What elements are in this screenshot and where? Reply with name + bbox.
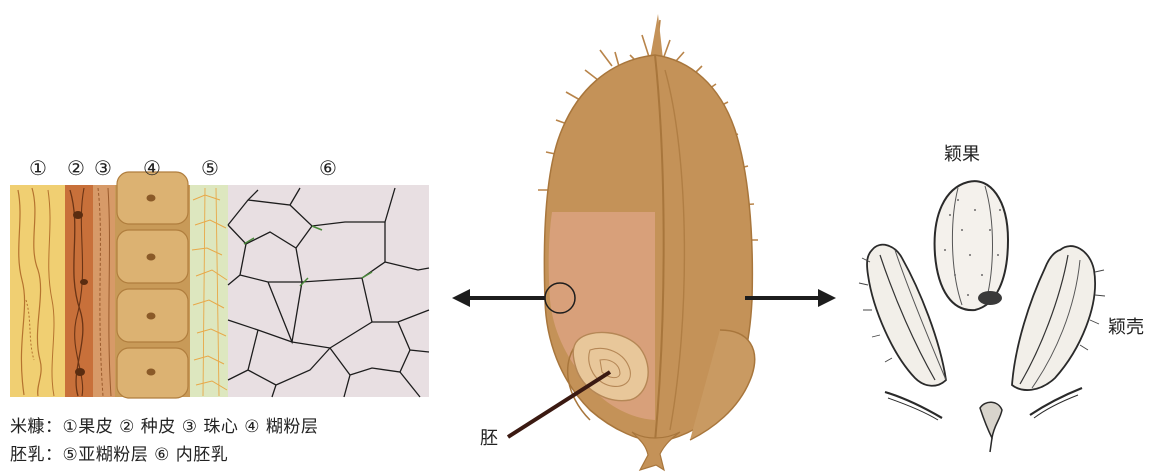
- layer-nucellus: [93, 185, 115, 397]
- grain-pedicel: [632, 432, 680, 470]
- layer-number-3: ③: [94, 156, 112, 180]
- rice-grain: [508, 14, 758, 470]
- husk-left-sketch: [859, 245, 946, 386]
- layer-number-1: ①: [29, 156, 47, 180]
- endosperm-caption: 胚乳：⑤亚糊粉层 ⑥ 内胚乳: [10, 440, 228, 465]
- bran-caption: 米糠：①果皮 ② 种皮 ③ 珠心 ④ 糊粉层: [10, 412, 318, 437]
- arrow-right: [745, 289, 836, 307]
- layer-number-6: ⑥: [319, 156, 337, 180]
- layer-number-5: ⑤: [201, 156, 219, 180]
- layer-endosperm: [228, 185, 429, 397]
- label-husk: 颖壳: [1108, 317, 1144, 338]
- layer-subaleurone: [190, 185, 228, 397]
- caryopsis-sketch: [935, 181, 1008, 310]
- label-caryopsis: 颖果: [944, 144, 980, 165]
- glume-pieces-sketch: [885, 388, 1082, 452]
- bran-layer-cross-section: [10, 172, 429, 398]
- layer-number-2: ②: [67, 156, 85, 180]
- layer-pericarp: [10, 185, 65, 397]
- layer-number-4: ④: [143, 156, 161, 180]
- label-embryo: 胚: [480, 428, 498, 449]
- husk-right-sketch: [1012, 246, 1105, 390]
- arrow-left: [452, 289, 545, 307]
